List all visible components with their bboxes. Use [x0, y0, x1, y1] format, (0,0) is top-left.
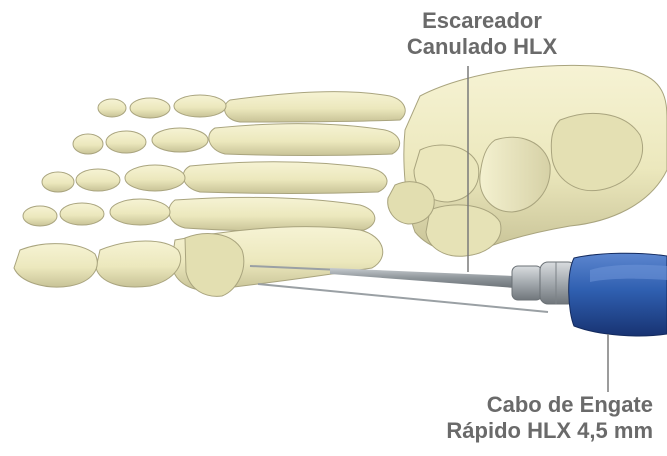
- toe5-proximal: [174, 95, 226, 117]
- toe4-proximal: [152, 128, 208, 152]
- handle-label-line2: Rápido HLX 4,5 mm: [353, 418, 653, 444]
- toe3-proximal: [125, 165, 185, 191]
- first-mtp-joint: [185, 234, 244, 297]
- guide-wire-lower: [258, 284, 548, 312]
- reamer-label-line2: Canulado HLX: [392, 34, 572, 60]
- blue-handle: [569, 253, 667, 336]
- toe4-middle: [106, 131, 146, 153]
- metatarsal-4: [209, 124, 400, 156]
- metatarsal-5: [225, 92, 406, 122]
- metatarsal-2: [169, 197, 375, 231]
- handle-label: Cabo de Engate Rápido HLX 4,5 mm: [353, 392, 653, 444]
- toe2-middle: [60, 203, 104, 225]
- toe2-proximal: [110, 199, 170, 225]
- reamer-shaft: [330, 268, 515, 288]
- toe5-distal: [98, 99, 126, 117]
- handle-label-line1: Cabo de Engate: [353, 392, 653, 418]
- toe5-middle: [130, 98, 170, 118]
- hallux-distal: [14, 244, 97, 287]
- metatarsal-3: [183, 162, 387, 194]
- phalanges: [14, 95, 244, 296]
- hallux-proximal: [96, 241, 181, 287]
- reamer-label-line1: Escareador: [392, 8, 572, 34]
- toe4-distal: [73, 134, 103, 154]
- toe2-distal: [23, 206, 57, 226]
- toe3-middle: [76, 169, 120, 191]
- cuneiform-2: [388, 182, 435, 224]
- reamer-label: Escareador Canulado HLX: [392, 8, 572, 60]
- tarsal-bones: [388, 65, 667, 256]
- quick-connect-collar: [512, 262, 576, 304]
- toe3-distal: [42, 172, 74, 192]
- cuboid: [426, 205, 501, 256]
